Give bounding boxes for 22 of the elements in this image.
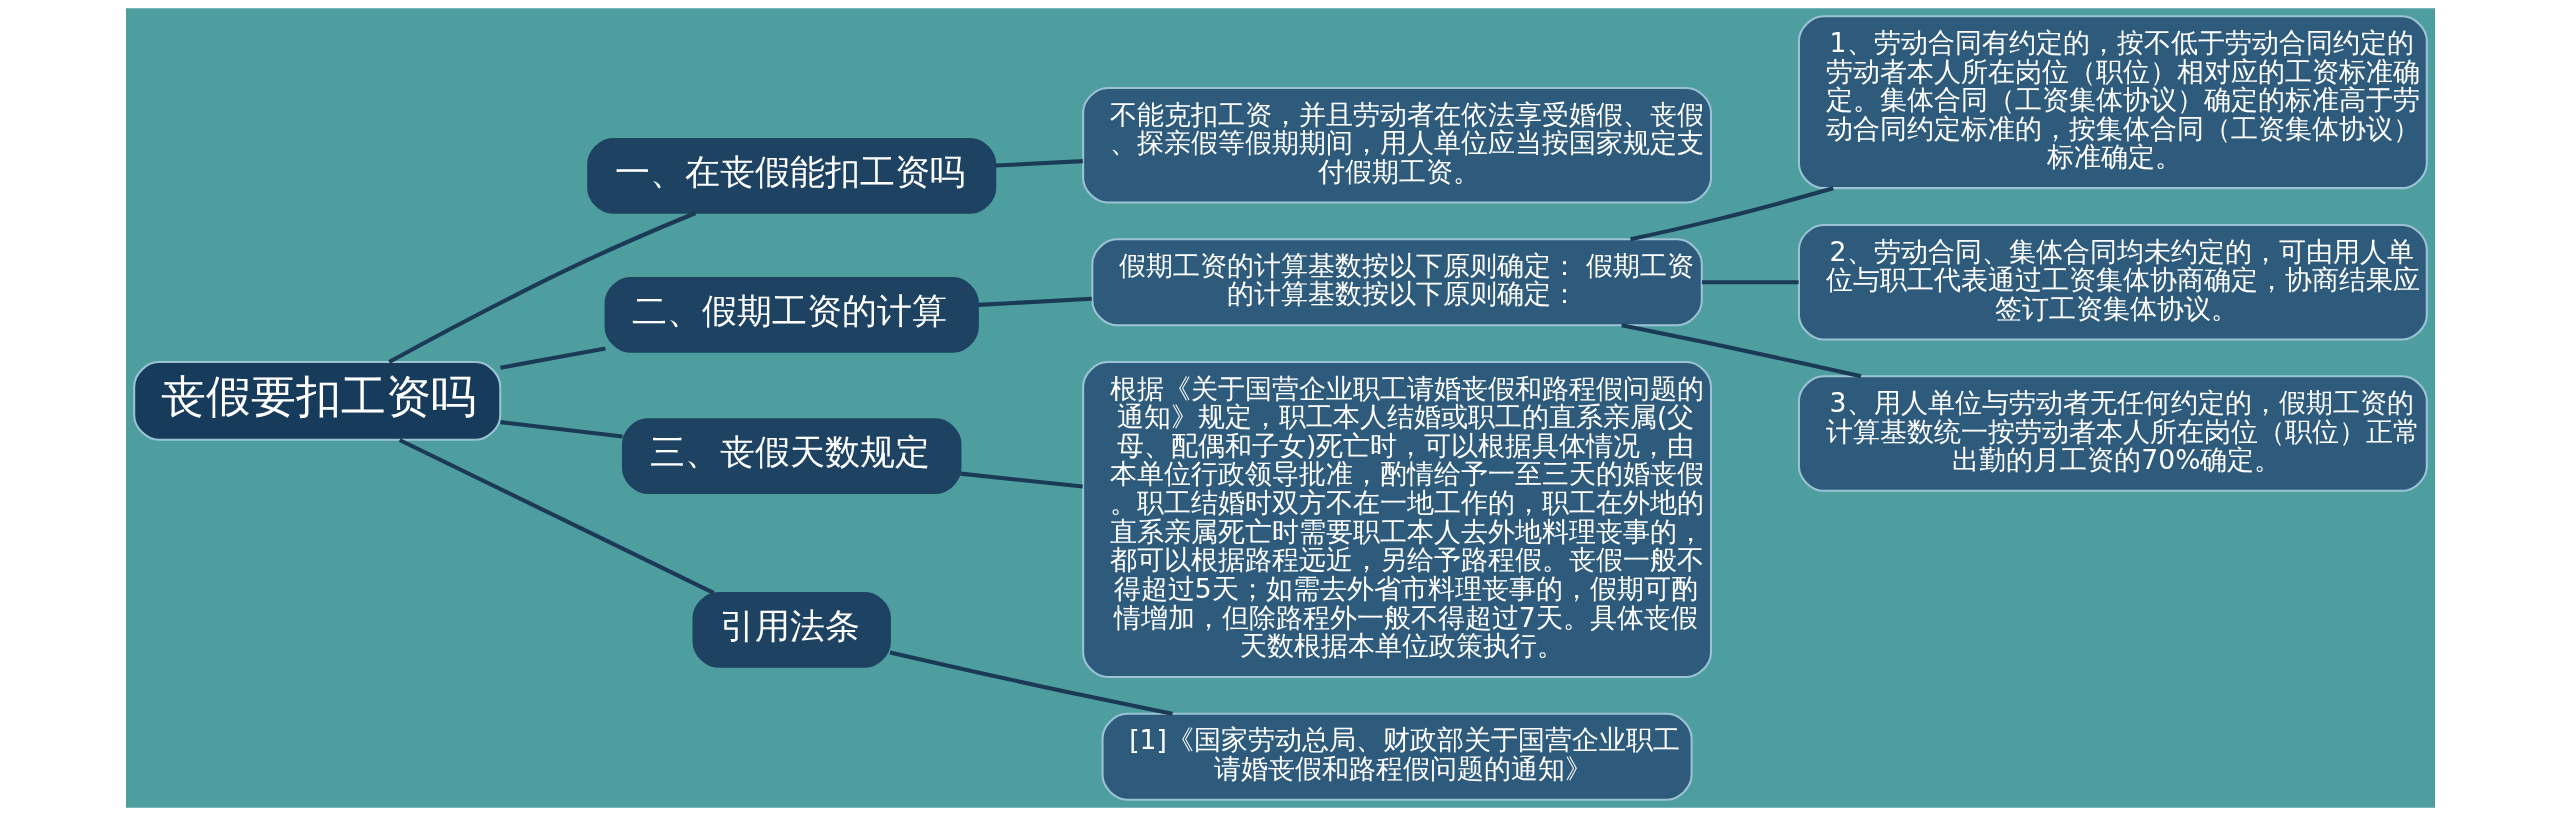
node-box: 引用法条 (692, 592, 891, 668)
node-box: 1、劳动合同有约定的，按不低于劳动合同约定的劳动者本人所在岗位（职位）相对应的工资标准确定。集体合同（工资集体协议）确定的标准高于劳动合同约定标准的，按集体合同（工资集体协议）标准确定。 (1797, 15, 2428, 190)
connector (398, 438, 714, 595)
node-box: 二、假期工资的计算 (604, 277, 979, 353)
connector (995, 159, 1083, 168)
connector (499, 420, 623, 439)
node-box: 丧假要扣工资吗 (132, 360, 501, 441)
connector (889, 650, 1173, 716)
node-box: 2、劳动合同、集体合同均未约定的，可由用人单位与职工代表通过工资集体协商确定，协商结果应签订工资集体协议。 (1797, 223, 2428, 341)
node-box: [1]《国家劳动总局、财政部关于国营企业职工请婚丧假和路程假问题的通知》 (1101, 712, 1693, 801)
node-box: 根据《关于国营企业职工请婚丧假和路程假问题的通知》规定，职工本人结婚或职工的直系亲属(父母、配偶和子女)死亡时，可以根据具体情况，由本单位行政领导批准，酌情给予一至三天的婚丧假。职工结婚时双方不在一地工作的，职工在外地的直系亲属死亡时需要职工本人去外地料理丧事的，都可以根据路程远近，另给予路程假。丧假一般不得超过5天；如需去外省市料理丧事的，假期可酌情增加，但除路程外一般不得超过7天。具体丧假天数根据本单位政策执行。 (1081, 360, 1712, 678)
connector (1629, 186, 1834, 242)
connector (959, 471, 1083, 489)
connector (499, 346, 606, 370)
connector (977, 296, 1092, 307)
node-box: 假期工资的计算基数按以下原则确定： 假期工资的计算基数按以下原则确定： (1090, 238, 1703, 327)
node-box: 3、用人单位与劳动者无任何约定的，假期工资的计算基数统一按劳动者本人所在岗位（职位）正常出勤的月工资的70%确定。 (1797, 375, 2428, 492)
node-box: 不能克扣工资，并且劳动者在依法享受婚假、丧假、探亲假等假期期间，用人单位应当按国家规定支付假期工资。 (1081, 86, 1712, 204)
node-box: 三、丧假天数规定 (621, 418, 961, 494)
connector (387, 211, 696, 364)
node-box: 一、在丧假能扣工资吗 (586, 138, 996, 214)
connector (1701, 280, 1799, 285)
